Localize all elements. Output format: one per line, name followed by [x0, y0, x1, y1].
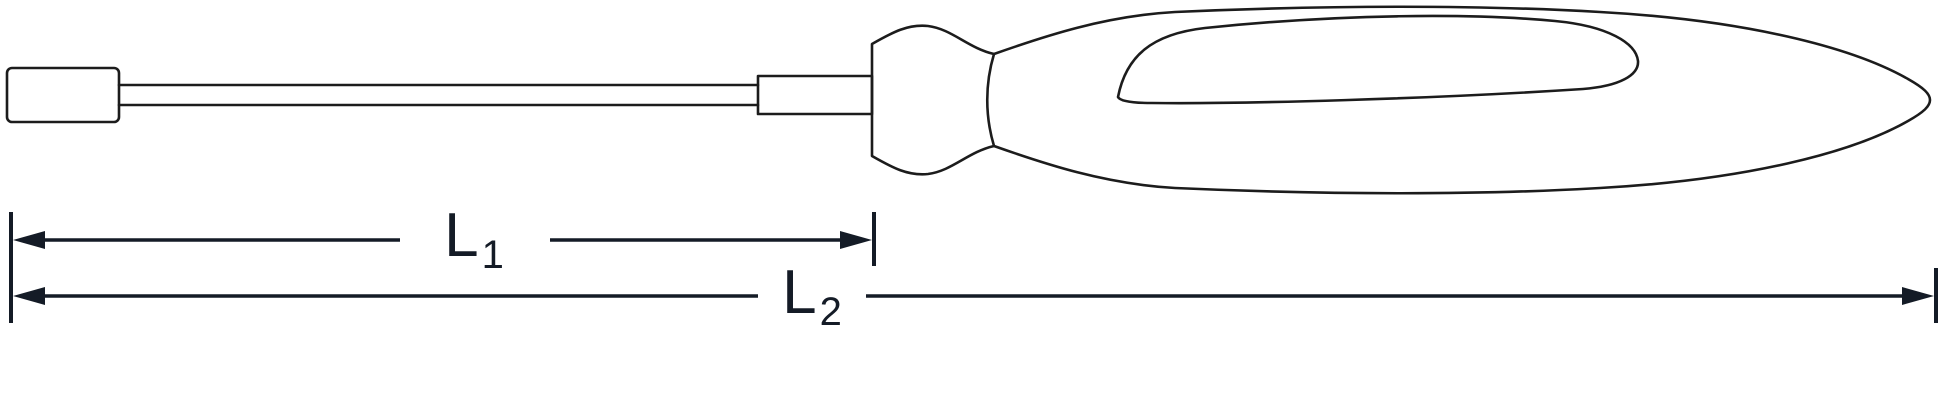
dimension-l1-arrow-right [840, 231, 872, 249]
dimension-l2 [13, 287, 1934, 305]
handle-grip-inlay [1116, 14, 1640, 105]
handle-outline [870, 5, 1932, 195]
dimension-l1 [13, 231, 872, 249]
handle-collar-line [985, 52, 996, 148]
dimension-l2-arrow-right [1902, 287, 1934, 305]
dimension-l2-arrow-left [13, 287, 45, 305]
shaft [117, 83, 760, 107]
screwdriver-drawing [5, 5, 1932, 195]
dimension-l2-letter: L [782, 258, 817, 327]
dimension-l1-subscript: 1 [481, 233, 504, 277]
dimension-extension-lines [9, 212, 1938, 323]
dimension-l2-label: L 2 [760, 258, 864, 333]
dimension-l1-label: L 1 [404, 201, 544, 276]
dimension-l1-letter: L [444, 201, 479, 270]
dimension-l2-subscript: 2 [819, 290, 842, 334]
ferrule [756, 74, 874, 116]
dimension-l1-arrow-left [13, 231, 45, 249]
socket-tip [5, 66, 121, 124]
